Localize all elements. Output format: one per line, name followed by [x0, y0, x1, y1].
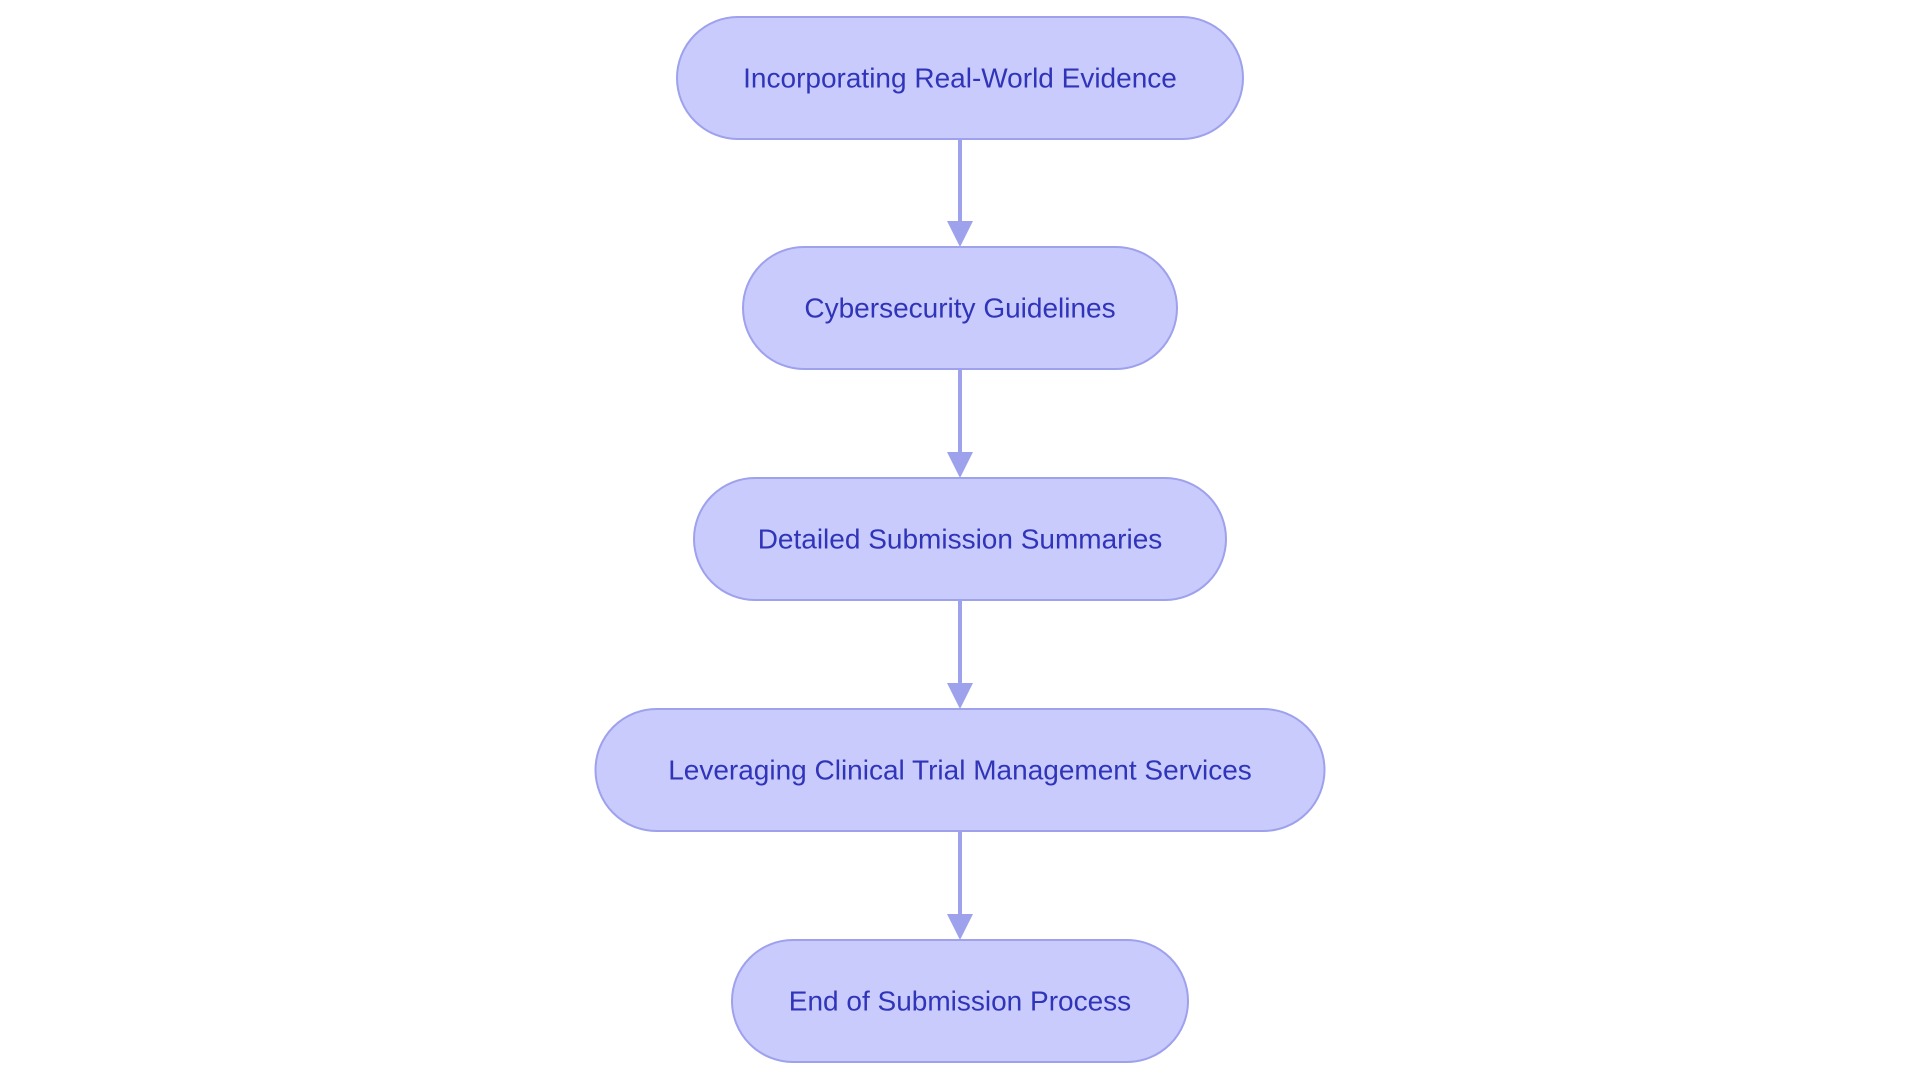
edge-arrow — [947, 139, 973, 247]
edge-arrow — [947, 600, 973, 709]
node-shape — [731, 939, 1189, 1063]
node-label: Cybersecurity Guidelines — [804, 293, 1115, 324]
edges — [947, 139, 973, 940]
node-cybersecurity-guidelines: Cybersecurity Guidelines — [742, 246, 1178, 370]
node-shape — [742, 246, 1178, 370]
node-label: Leveraging Clinical Trial Management Ser… — [668, 755, 1252, 786]
node-shape — [594, 708, 1326, 832]
node-shape — [693, 477, 1227, 601]
node-end-of-submission-process: End of Submission Process — [731, 939, 1189, 1063]
node-leveraging-clinical-trial-management-services: Leveraging Clinical Trial Management Ser… — [594, 708, 1326, 832]
node-detailed-submission-summaries: Detailed Submission Summaries — [693, 477, 1227, 601]
arrowhead-icon — [947, 452, 973, 478]
node-label: Detailed Submission Summaries — [758, 524, 1163, 555]
edge-arrow — [947, 369, 973, 478]
node-label: End of Submission Process — [789, 986, 1131, 1017]
node-label: Incorporating Real-World Evidence — [743, 63, 1177, 94]
arrowhead-icon — [947, 914, 973, 940]
arrowhead-icon — [947, 221, 973, 247]
node-shape — [676, 16, 1244, 140]
nodes: Incorporating Real-World Evidence Cybers… — [594, 16, 1326, 1063]
node-incorporating-real-world-evidence: Incorporating Real-World Evidence — [676, 16, 1244, 140]
edge-arrow — [947, 831, 973, 940]
arrowhead-icon — [947, 683, 973, 709]
